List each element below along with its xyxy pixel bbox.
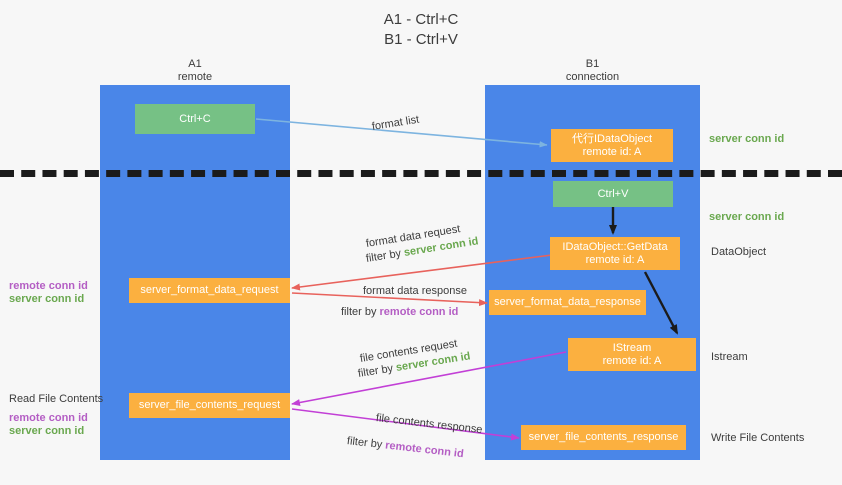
title-line-1: A1 - Ctrl+C: [383, 11, 459, 28]
annotation-right-server-conn-id-top: server conn id: [709, 133, 785, 145]
phase-divider: [0, 170, 842, 177]
box-server-format-data-request[interactable]: server_format_data_request: [129, 278, 290, 303]
annotation-format-remote-conn-id: remote conn id: [9, 280, 88, 292]
box-getdata[interactable]: IDataObject::GetData remote id: A: [550, 237, 680, 270]
lane-b1-header: B1 connection: [485, 58, 700, 84]
annotation-file-server-conn-id: server conn id: [9, 425, 85, 437]
arrow-format-data-request: [291, 254, 553, 291]
box-ctrl-c[interactable]: Ctrl+C: [135, 104, 255, 134]
box-server-file-contents-response[interactable]: server_file_contents_response: [521, 425, 686, 450]
annotation-write-file-contents: Write File Contents: [711, 432, 805, 444]
box-server-format-data-request-label: server_format_data_request: [140, 284, 279, 296]
title-line-2: B1 - Ctrl+V: [384, 31, 458, 48]
annotation-read-file-contents: Read File Contents: [9, 393, 104, 405]
lane-b1-name: B1: [585, 58, 600, 70]
box-getdata-id: remote id: A: [585, 253, 645, 266]
label-format-data-response: format data response: [363, 285, 467, 297]
arrow-format-list: [255, 118, 548, 148]
arrow-file-contents-response: [291, 408, 520, 441]
box-proxy-dataobject-id: remote id: A: [582, 145, 642, 158]
box-istream[interactable]: IStream remote id: A: [568, 338, 696, 371]
box-server-file-contents-response-label: server_file_contents_response: [528, 431, 679, 443]
box-server-file-contents-request[interactable]: server_file_contents_request: [129, 393, 290, 418]
box-proxy-dataobject[interactable]: 代行IDataObject remote id: A: [551, 129, 673, 162]
box-ctrl-v-label: Ctrl+V: [597, 187, 629, 200]
box-server-file-contents-request-label: server_file_contents_request: [138, 399, 281, 411]
box-proxy-dataobject-title: 代行IDataObject: [571, 132, 653, 145]
annotation-istream: Istream: [711, 351, 748, 363]
lane-b1-sub: connection: [565, 71, 620, 83]
lane-a1-header: A1 remote: [100, 58, 290, 84]
page-title: A1 - Ctrl+C B1 - Ctrl+V: [0, 10, 842, 50]
arrow-format-data-response: [291, 292, 488, 307]
annotation-dataobject: DataObject: [711, 246, 767, 258]
arrow-getdata-to-istream: [643, 271, 679, 335]
filter-key-remote-conn-id: remote conn id: [379, 306, 459, 318]
label-format-data-response-filter: filter by remote conn id: [341, 305, 458, 319]
box-server-format-data-response[interactable]: server_format_data_response: [489, 290, 646, 315]
annotation-format-server-conn-id: server conn id: [9, 293, 85, 305]
lane-a1-sub: remote: [177, 71, 213, 83]
box-getdata-title: IDataObject::GetData: [562, 240, 668, 253]
box-istream-id: remote id: A: [602, 354, 662, 367]
box-server-format-data-response-label: server_format_data_response: [494, 296, 641, 308]
box-istream-title: IStream: [612, 341, 652, 354]
arrow-file-contents-request: [291, 351, 567, 406]
filter-prefix: filter by: [341, 306, 380, 318]
annotation-file-remote-conn-id: remote conn id: [9, 412, 88, 424]
box-ctrl-c-label: Ctrl+C: [179, 112, 211, 125]
box-ctrl-v[interactable]: Ctrl+V: [553, 181, 673, 207]
lane-a1-name: A1: [188, 58, 202, 70]
annotation-right-server-conn-id-mid: server conn id: [709, 211, 785, 223]
